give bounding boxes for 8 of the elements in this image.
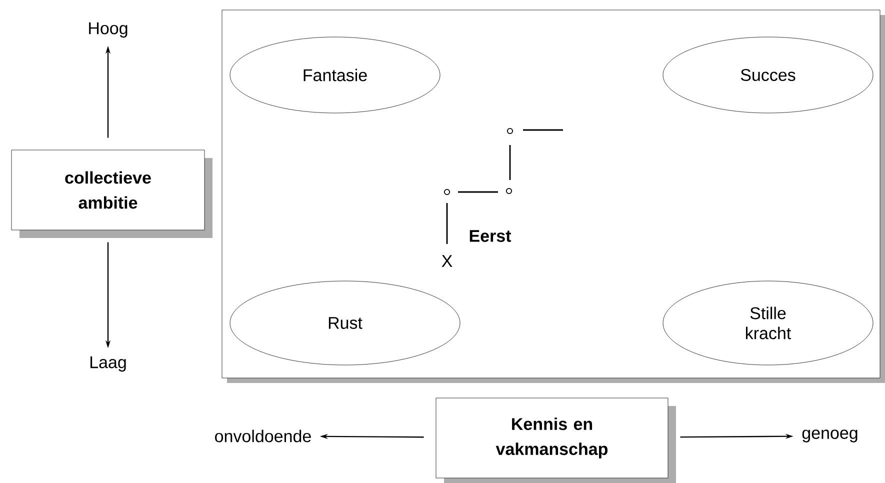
label-box: collectieve ambitie <box>11 150 212 238</box>
label-box: Kennis en vakmanschap <box>436 398 676 483</box>
axis-label: Hoog <box>89 22 128 38</box>
axis-label: genoeg <box>802 430 858 442</box>
axis-label: onvoldoende <box>215 430 311 442</box>
frame-box <box>222 10 885 383</box>
text-label: Eerst <box>470 230 512 242</box>
axis-label: Laag <box>90 356 126 372</box>
